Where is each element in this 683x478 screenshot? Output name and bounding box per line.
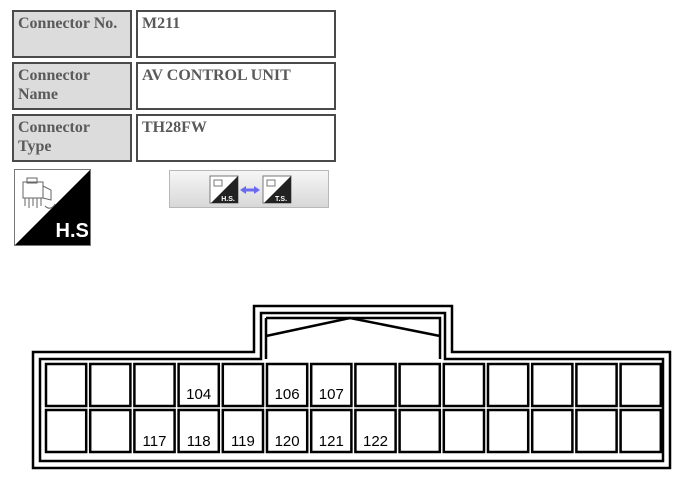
pin-cavity (265, 408, 309, 454)
pin-number-label: 106 (275, 386, 300, 403)
ts-mini-icon: T.S. (262, 175, 292, 204)
pin-cavity (398, 362, 442, 408)
pin-cavity (221, 362, 265, 408)
connector-number-row: Connector No. M211 (12, 10, 336, 58)
pin-number-label: 121 (319, 433, 344, 450)
pin-cavity (575, 408, 618, 454)
pin-number-label: 118 (187, 433, 211, 450)
connector-name-value: AV CONTROL UNIT (136, 62, 336, 110)
pin-cavity (619, 362, 663, 408)
pin-cavity (398, 408, 442, 454)
pin-cavity (133, 408, 176, 454)
pin-number-label: 104 (186, 386, 211, 403)
pin-cavity (88, 362, 132, 408)
toggle-from-label: H.S. (221, 196, 235, 203)
pin-number-label: 119 (231, 433, 255, 450)
pin-grid: 104 106 107 117 118 119 120 121 122 (44, 362, 663, 454)
pin-cavity (221, 408, 265, 454)
swap-arrow-icon (240, 186, 260, 194)
pin-cavity (354, 408, 397, 454)
pin-cavity (486, 408, 530, 454)
connector-housing (31, 304, 672, 470)
pin-cavity (530, 362, 574, 408)
connector-type-label: Connector Type (12, 114, 132, 162)
pin-cavity (177, 362, 221, 408)
pin-cavity (265, 362, 309, 408)
pin-cavity (44, 408, 88, 454)
connector-number-label: Connector No. (12, 10, 132, 58)
pin-cavity (442, 362, 486, 408)
hs-icon-label: H.S. (56, 220, 90, 242)
pin-cavity (133, 362, 176, 408)
pin-cavity (177, 408, 221, 454)
pin-cavity (530, 408, 574, 454)
pin-cavity (575, 362, 618, 408)
pin-cavity (309, 408, 353, 454)
connector-type-row: Connector Type TH28FW (12, 114, 336, 162)
toggle-to-label: T.S. (275, 196, 287, 203)
pin-cavity (486, 362, 530, 408)
connector-name-label: Connector Name (12, 62, 132, 110)
harness-side-icon: H.S. (14, 169, 94, 246)
connector-number-value: M211 (136, 10, 336, 58)
pin-cavity (619, 408, 663, 454)
pin-number-label: 107 (319, 386, 344, 403)
connector-face-diagram: 104 106 107 117 118 119 120 121 122 (31, 304, 672, 470)
connector-info-table: Connector No. M211 Connector Name AV CON… (8, 6, 340, 166)
pin-cavity (88, 408, 132, 454)
pin-number-label: 117 (143, 433, 167, 450)
pin-cavity (44, 362, 88, 408)
pin-cavity (354, 362, 397, 408)
pin-number-label: 122 (363, 433, 388, 450)
pin-cavity (442, 408, 486, 454)
connector-sketch-icon (22, 177, 56, 209)
hs-ts-toggle-button[interactable]: H.S. T.S. (169, 170, 329, 208)
connector-type-value: TH28FW (136, 114, 336, 162)
pin-cavity (309, 362, 353, 408)
pin-number-label: 120 (275, 433, 300, 450)
connector-name-row: Connector Name AV CONTROL UNIT (12, 62, 336, 110)
hs-mini-icon: H.S. (209, 175, 239, 204)
